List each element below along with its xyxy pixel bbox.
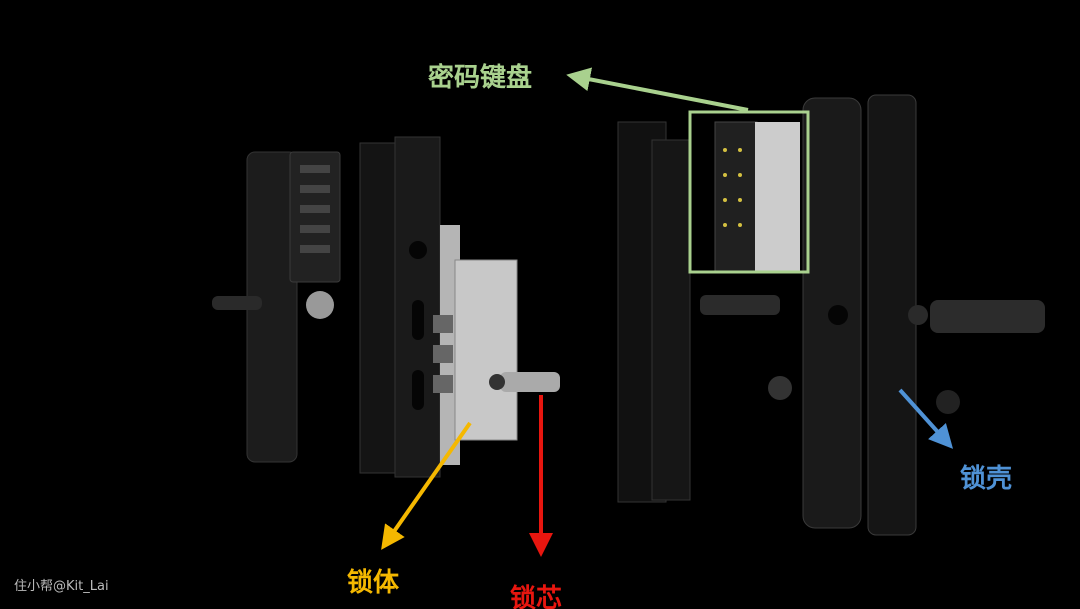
watermark: 住小帮@Kit_Lai (14, 579, 109, 594)
lock-shell-label: 锁壳 (960, 464, 1013, 494)
keypad-arrow (566, 67, 749, 112)
lock-body-arrow (381, 421, 472, 550)
keypad-highlight-box (688, 110, 810, 274)
right-lock-assembly (617, 94, 1045, 536)
lock-cylinder-label: 锁芯 (510, 584, 563, 609)
left-lock-assembly (212, 136, 560, 478)
keypad-label: 密码键盘 (428, 63, 533, 93)
lock-body-label: 锁体 (347, 568, 400, 598)
lock-shell-arrow (898, 388, 954, 449)
